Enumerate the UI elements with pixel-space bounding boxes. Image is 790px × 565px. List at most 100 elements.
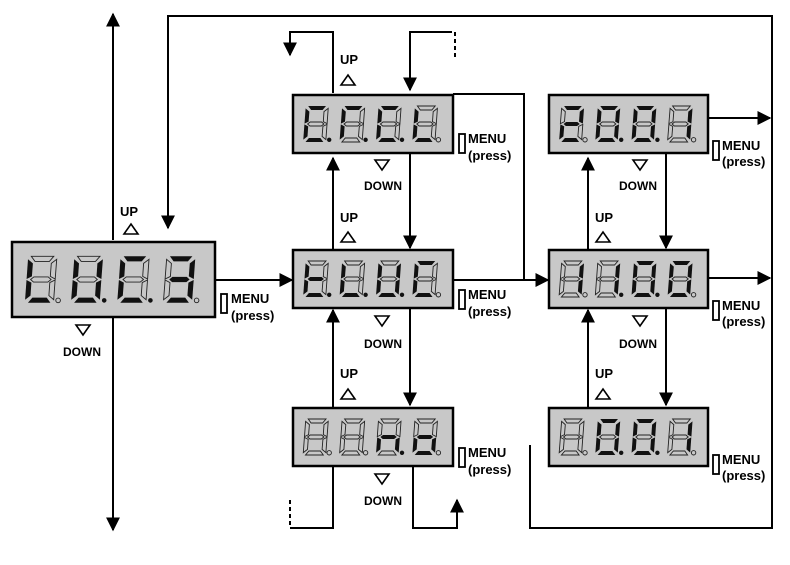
segment-b [651, 421, 657, 437]
segment-c [140, 279, 149, 301]
segment-c [187, 280, 194, 300]
segment-b [615, 421, 621, 437]
segment-c [358, 436, 364, 454]
segment-a [344, 106, 363, 110]
segment-g [671, 434, 689, 440]
decimal-point [435, 137, 442, 143]
segment-f [596, 108, 602, 124]
segment-d [304, 450, 325, 456]
segment-d [669, 293, 688, 297]
segment-f [413, 108, 419, 124]
segment-a [671, 418, 692, 424]
segment-c [321, 278, 328, 296]
return-loop-line [161, 15, 773, 529]
segment-e [303, 124, 309, 140]
segment-a [636, 419, 655, 423]
segment-e [595, 124, 601, 140]
segment-f [119, 259, 126, 279]
segment-d [378, 138, 397, 142]
decimal-point [619, 137, 624, 142]
down-triangle-icon [631, 315, 649, 328]
segment-g [169, 276, 190, 283]
segment-c [430, 278, 437, 296]
display-frame [291, 93, 455, 155]
segment-a [307, 418, 327, 424]
segment-c [614, 279, 619, 295]
top-exit-arrow-left [283, 31, 334, 93]
segment-f [304, 263, 310, 279]
up-label-t-no: UP [340, 366, 358, 381]
decimal-point [327, 137, 332, 142]
segment-d [120, 297, 143, 303]
segment-c [358, 278, 364, 296]
decimal-point [655, 450, 660, 455]
segment-b [432, 420, 438, 438]
connections [106, 12, 773, 532]
segment-e [339, 436, 346, 454]
segment-f [632, 421, 638, 437]
up-triangle-icon [122, 222, 140, 235]
segment-b [615, 263, 621, 279]
segment-g [343, 434, 362, 440]
segment-b [188, 259, 196, 279]
display-frame [547, 248, 710, 310]
segment-e [376, 437, 381, 453]
up-label-value-1100: UP [595, 210, 613, 225]
segment-e [376, 279, 381, 295]
segment-a [308, 106, 326, 110]
segment-d [633, 451, 652, 455]
menu-key-icon [458, 289, 466, 310]
down-triangle-icon [373, 315, 391, 328]
decimal-point [363, 137, 368, 142]
segment-g [122, 276, 145, 283]
segment-d [27, 297, 51, 303]
segment-e [412, 279, 418, 295]
segment-f [632, 108, 638, 124]
segment-f [413, 263, 419, 279]
segment-a [123, 256, 147, 262]
segment-c [48, 279, 56, 301]
segment-f [596, 262, 602, 280]
segment-b [579, 263, 584, 279]
segment-b [359, 420, 366, 438]
segment-g [562, 434, 581, 440]
decimal-point [327, 292, 332, 297]
segment-d [633, 293, 652, 297]
segment-d [74, 297, 97, 303]
segment-f [26, 259, 33, 279]
decimal-point [326, 450, 332, 456]
decimal-point [55, 297, 61, 304]
segment-e [339, 124, 345, 140]
up-triangle-icon [594, 387, 612, 400]
segment-e [667, 279, 673, 295]
segment-b [322, 107, 329, 125]
up-triangle-icon [339, 73, 357, 86]
segment-d [668, 137, 689, 143]
press-label: (press) [722, 468, 765, 483]
segment-e [595, 437, 601, 453]
segment-e [339, 279, 345, 295]
segment-b [432, 107, 438, 125]
segment-d [305, 293, 324, 297]
segment-d [414, 138, 433, 142]
menu-key-t-ch: MENU (press) [458, 287, 511, 319]
segment-c [614, 437, 619, 453]
top-menu-branch-line [453, 93, 525, 280]
menu-key-value-2001: MENU (press) [712, 138, 765, 169]
segment-d [305, 138, 324, 142]
segment-a [563, 418, 583, 424]
segment-a [600, 419, 618, 423]
menu-key-value-001: MENU (press) [712, 452, 765, 483]
segment-g [343, 121, 362, 127]
segment-b [322, 420, 329, 438]
up-triangle-icon [594, 230, 612, 243]
segment-b [687, 421, 693, 437]
segment-b [651, 263, 657, 279]
segment-g [635, 121, 653, 127]
press-label: (press) [722, 154, 765, 169]
segment-c [394, 123, 401, 141]
bottom-loop-left [290, 465, 334, 529]
segment-c [321, 123, 328, 141]
segment-g [379, 121, 398, 127]
